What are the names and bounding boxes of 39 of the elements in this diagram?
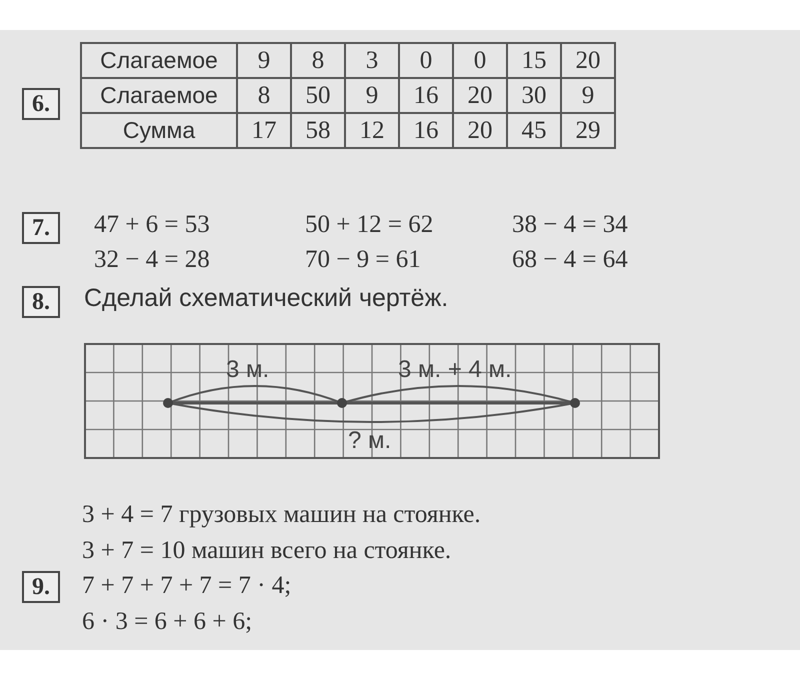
table-cell: 20 xyxy=(453,113,507,148)
table-cell: 20 xyxy=(453,78,507,113)
equation: 47 + 6 = 53 xyxy=(94,210,210,240)
equation: 6 · 3 = 6 + 6 + 6; xyxy=(82,607,252,637)
task-text: Сделай схематический чертёж. xyxy=(84,283,448,313)
table-cell: 30 xyxy=(507,78,561,113)
table-cell: 45 xyxy=(507,113,561,148)
row-header-cell: Слагаемое xyxy=(81,43,237,78)
table-cell: 8 xyxy=(291,43,345,78)
exercise-number: 6. xyxy=(22,88,60,120)
row-header-cell: Сумма xyxy=(81,113,237,148)
table-cell: 15 xyxy=(507,43,561,78)
equation: 38 − 4 = 34 xyxy=(512,210,628,240)
table-cell: 16 xyxy=(399,78,453,113)
row-header-cell: Слагаемое xyxy=(81,78,237,113)
table-cell: 17 xyxy=(237,113,291,148)
exercise-number: 8. xyxy=(22,286,60,318)
table-cell: 8 xyxy=(237,78,291,113)
equation: 50 + 12 = 62 xyxy=(305,210,434,240)
equation: 32 − 4 = 28 xyxy=(94,245,210,275)
equation: 70 − 9 = 61 xyxy=(305,245,421,275)
equation: 7 + 7 + 7 + 7 = 7 · 4; xyxy=(82,571,292,601)
table-cell: 0 xyxy=(453,43,507,78)
table-cell: 0 xyxy=(399,43,453,78)
table-cell: 3 xyxy=(345,43,399,78)
exercise-number: 9. xyxy=(22,571,60,603)
table-cell: 20 xyxy=(561,43,615,78)
table-cell: 12 xyxy=(345,113,399,148)
answer-sentence: 3 + 7 = 10 машин всего на стоянке. xyxy=(82,536,452,566)
answer-sentence: 3 + 4 = 7 грузовых машин на стоянке. xyxy=(82,500,481,530)
table-cell: 9 xyxy=(561,78,615,113)
table-cell: 16 xyxy=(399,113,453,148)
table-cell: 9 xyxy=(345,78,399,113)
table-cell: 58 xyxy=(291,113,345,148)
equation: 68 − 4 = 64 xyxy=(512,245,628,275)
exercise-number: 7. xyxy=(22,212,60,244)
table-cell: 9 xyxy=(237,43,291,78)
table-cell: 50 xyxy=(291,78,345,113)
table-cell: 29 xyxy=(561,113,615,148)
